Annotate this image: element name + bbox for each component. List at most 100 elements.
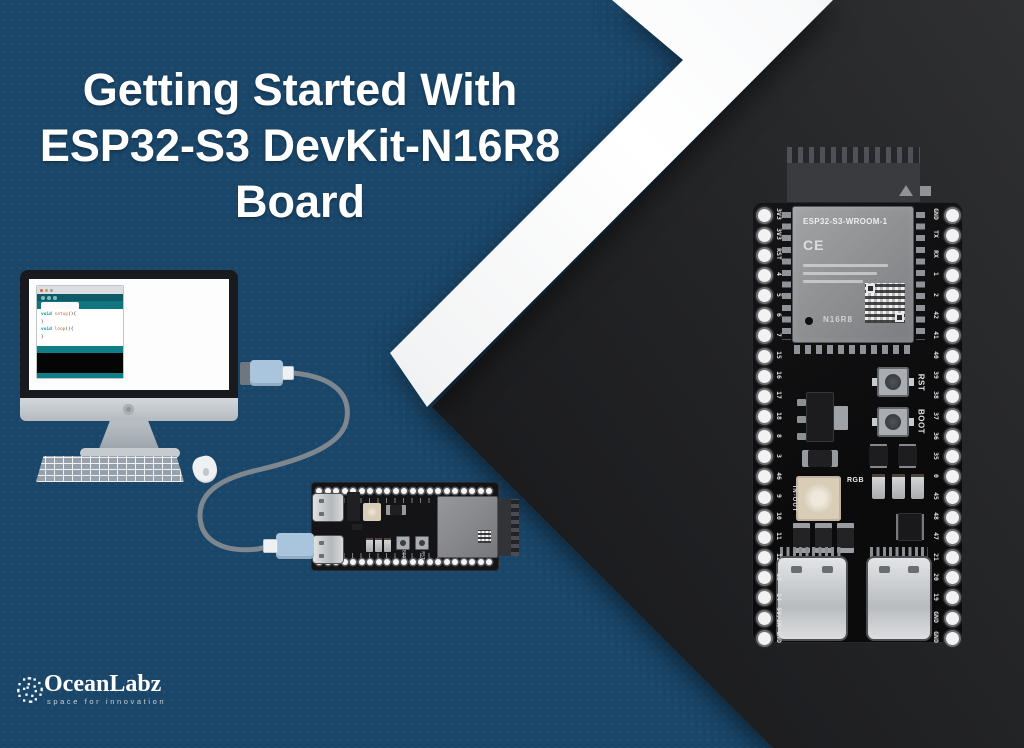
pin-hole bbox=[757, 470, 771, 484]
pin-label: GND bbox=[932, 631, 940, 644]
ide-title-bar bbox=[37, 286, 123, 294]
module-castellations bbox=[782, 212, 791, 340]
pin-hole bbox=[333, 488, 339, 494]
capacitor bbox=[872, 474, 885, 499]
usb-plug-monitor bbox=[250, 360, 283, 386]
pin-hole bbox=[945, 530, 959, 544]
regulator-tab bbox=[834, 406, 848, 430]
code-line: } bbox=[41, 334, 44, 340]
small-board-rgb-led bbox=[363, 503, 381, 521]
pin-hole bbox=[757, 329, 771, 343]
pin-hole bbox=[945, 571, 959, 585]
pin-hole bbox=[757, 490, 771, 504]
module-qr-code bbox=[865, 283, 905, 323]
rst-button bbox=[872, 367, 914, 397]
pin-hole bbox=[435, 559, 441, 565]
pin-hole bbox=[460, 488, 467, 494]
module-castellations bbox=[794, 345, 914, 354]
pin-hole bbox=[384, 488, 390, 494]
pin-hole bbox=[945, 611, 959, 625]
module-fine-print bbox=[803, 272, 877, 275]
pin-hole bbox=[757, 410, 771, 423]
pin-hole bbox=[757, 389, 771, 403]
small-board-capacitor bbox=[375, 538, 382, 552]
rgb-led bbox=[796, 476, 841, 521]
pin-hole bbox=[945, 591, 959, 605]
pin-hole bbox=[945, 329, 959, 343]
pin-hole bbox=[945, 510, 959, 524]
pin-hole bbox=[367, 488, 373, 494]
pin-hole bbox=[418, 559, 424, 565]
silkscreen-triangle bbox=[899, 185, 913, 196]
pin-hole bbox=[757, 611, 771, 625]
monitor-base bbox=[80, 448, 180, 458]
pin-hole bbox=[401, 488, 407, 494]
ide-footer-bar bbox=[37, 373, 123, 378]
regulator-leg bbox=[797, 416, 806, 423]
title-line-2: ESP32-S3 DevKit-N16R8 bbox=[39, 120, 561, 171]
pin-hole bbox=[757, 450, 771, 464]
pin-hole bbox=[316, 488, 322, 494]
oceanlabz-logo-icon bbox=[17, 677, 43, 703]
pin-hole bbox=[757, 430, 771, 444]
small-board-rst-button bbox=[415, 536, 429, 550]
pin-hole bbox=[757, 591, 771, 605]
pin-hole bbox=[945, 208, 959, 222]
code-line: } bbox=[41, 319, 44, 325]
oceanlabz-logo-text: OceanLabz bbox=[44, 671, 162, 697]
ide-tab-bar bbox=[37, 301, 123, 309]
small-board-component bbox=[352, 524, 362, 530]
keyboard bbox=[36, 456, 184, 482]
small-board-boot-label: BOOT bbox=[400, 550, 406, 561]
small-board-wroom-module bbox=[437, 496, 498, 558]
pin-hole bbox=[443, 559, 450, 565]
pin-hole bbox=[469, 488, 475, 494]
mouse-wheel bbox=[203, 468, 209, 476]
pin-hole bbox=[392, 559, 399, 565]
small-board-regulator bbox=[347, 492, 360, 521]
pin-hole bbox=[452, 488, 458, 494]
pin-hole bbox=[375, 559, 382, 565]
pin-hole bbox=[350, 488, 356, 494]
small-board-silkscreen bbox=[318, 498, 490, 503]
title-line-1: Getting Started With bbox=[82, 64, 518, 115]
pin-hole bbox=[375, 488, 382, 494]
pin-hole bbox=[757, 208, 771, 222]
capacitor bbox=[911, 474, 924, 499]
pin-hole bbox=[477, 488, 484, 494]
regulator-leg bbox=[797, 399, 806, 406]
pin-hole bbox=[945, 450, 959, 464]
small-board-capacitor bbox=[366, 538, 373, 552]
window-dot-icon bbox=[40, 288, 43, 292]
small-board-rst-label: RST bbox=[419, 551, 425, 560]
transistor bbox=[869, 446, 888, 466]
usb-bridge-ic bbox=[898, 513, 922, 541]
module-name-label: ESP32-S3-WROOM-1 bbox=[803, 217, 888, 226]
pin-hole bbox=[945, 430, 959, 444]
pin-hole bbox=[757, 571, 771, 585]
pin1-dot bbox=[805, 317, 813, 325]
inout-label: IN-OUT bbox=[791, 485, 797, 513]
pin-hole bbox=[324, 488, 331, 494]
pin-hole bbox=[409, 559, 416, 565]
pin-hole bbox=[409, 488, 416, 494]
pin-hole bbox=[757, 289, 771, 303]
pin-hole bbox=[435, 488, 441, 494]
window-dot-icon bbox=[45, 288, 48, 292]
capacitor bbox=[892, 474, 905, 499]
usb-plug-board bbox=[276, 533, 314, 559]
smd-component bbox=[837, 523, 854, 553]
pin-hole bbox=[486, 559, 492, 565]
pin-hole bbox=[757, 228, 771, 242]
pin-hole bbox=[341, 488, 348, 494]
pin-hole bbox=[401, 559, 407, 565]
module-variant-label: N16R8 bbox=[823, 315, 853, 324]
pin-hole bbox=[392, 488, 399, 494]
pin-hole bbox=[945, 369, 959, 383]
small-board-silkscreen bbox=[318, 553, 490, 558]
monitor-button bbox=[123, 404, 134, 415]
smd-component bbox=[793, 523, 810, 553]
pin-hole bbox=[341, 559, 348, 565]
pin-hole bbox=[945, 410, 959, 423]
